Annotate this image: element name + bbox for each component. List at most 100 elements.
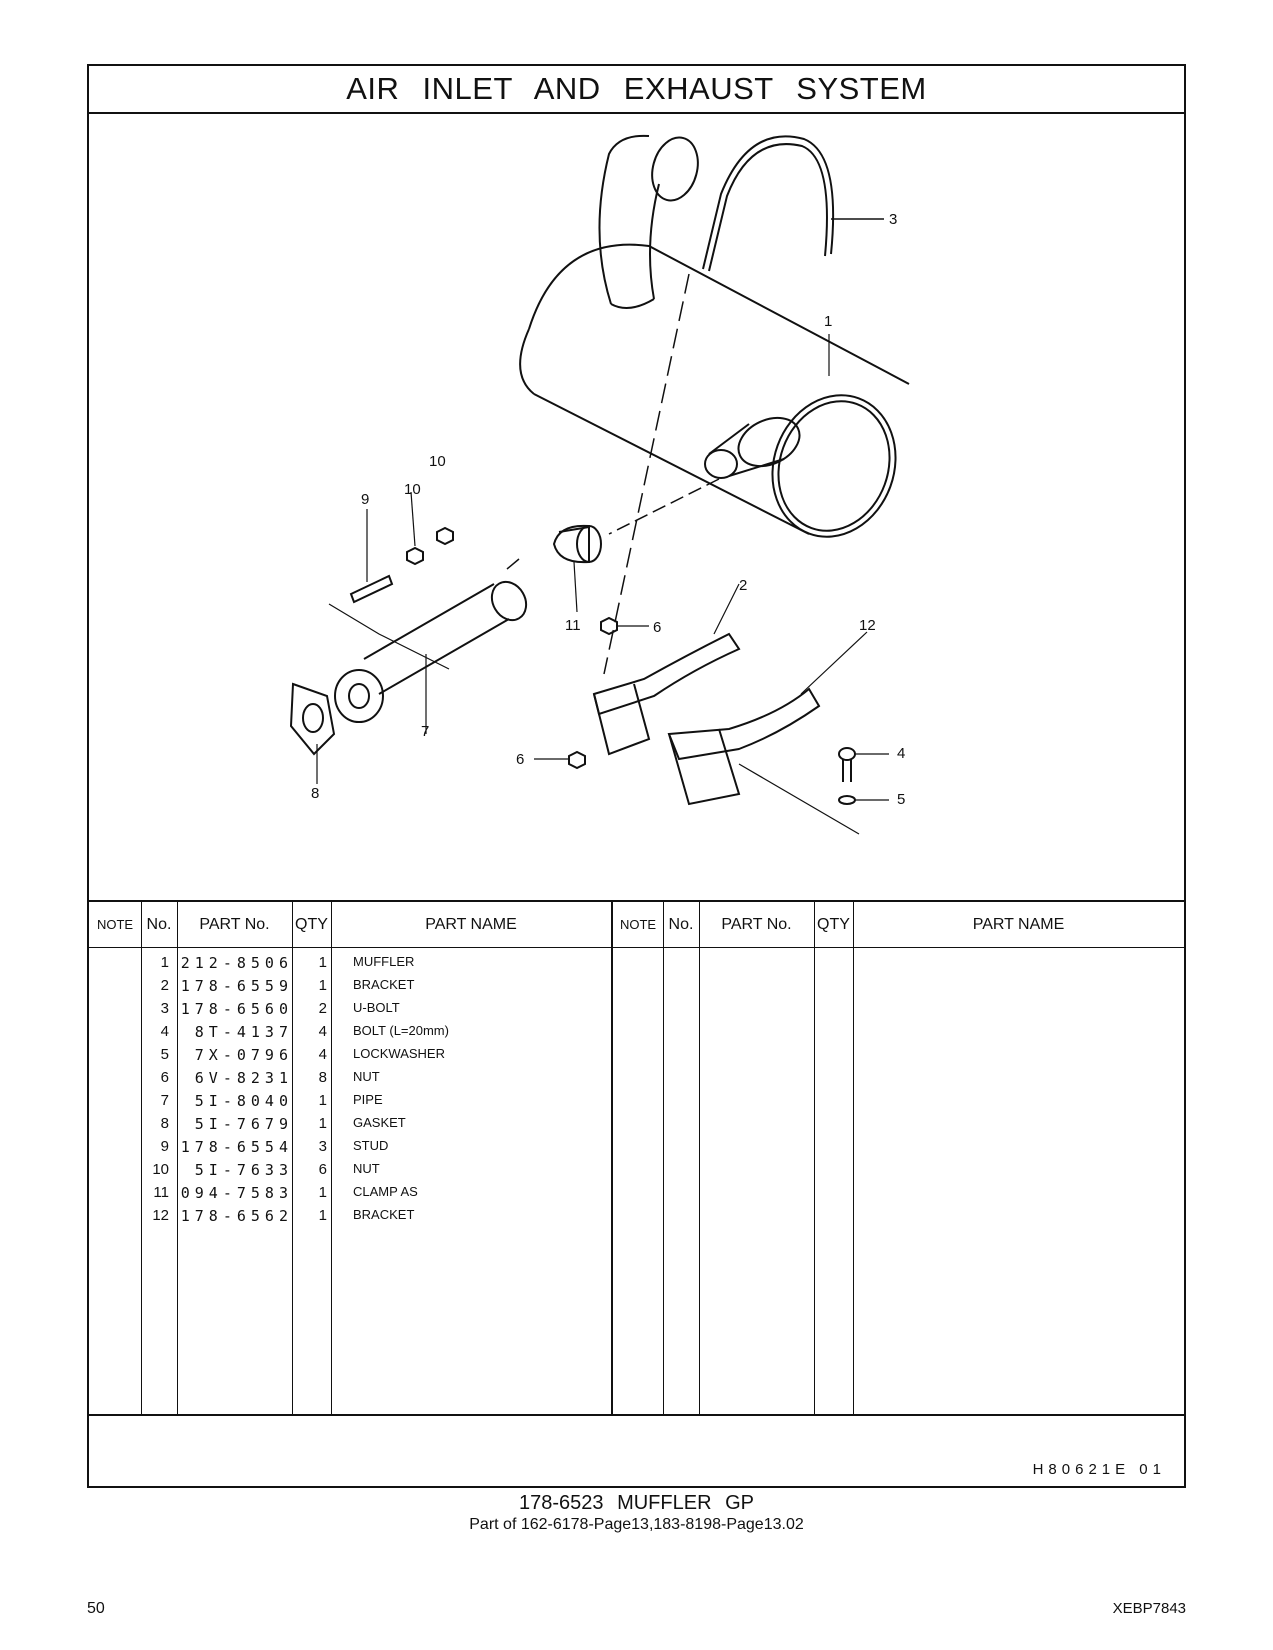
table-header: NOTE No. PART No. QTY PART NAME NOTE No.…: [89, 902, 1184, 948]
quantity: 1: [318, 977, 327, 994]
table-row: 2 178-6559 1 BRACKET: [89, 975, 634, 998]
part-name: PIPE: [353, 1092, 383, 1107]
page-number: 50: [87, 1600, 105, 1617]
quantity: 1: [318, 1092, 327, 1109]
part-number: 178-6562: [180, 1207, 293, 1225]
exhaust-stack-drawing: [598, 134, 699, 309]
u-bolt-drawing: [702, 135, 884, 272]
quantity: 8: [318, 1069, 327, 1086]
part-number: 5I-7633: [194, 1161, 293, 1179]
item-number: 8: [160, 1115, 169, 1132]
callout-6a: 6: [653, 619, 661, 636]
header-part-name: PART NAME: [425, 915, 517, 933]
pipe-drawing: [334, 580, 528, 734]
part-name: BRACKET: [353, 977, 415, 992]
clamp-drawing: [552, 524, 602, 613]
part-number: 6V-8231: [194, 1069, 293, 1087]
table-row: 9 178-6554 3 STUD: [89, 1136, 634, 1159]
item-number: 12: [152, 1207, 169, 1224]
part-name: STUD: [353, 1138, 389, 1153]
table-row: 1 212-8506 1 MUFFLER: [89, 952, 634, 975]
header-no-2: No.: [668, 915, 694, 933]
bracket-12-drawing: [667, 631, 868, 835]
callout-10a: 10: [429, 453, 446, 470]
part-name: BRACKET: [353, 1207, 415, 1222]
item-number: 5: [160, 1046, 169, 1063]
callout-6b: 6: [516, 751, 524, 768]
part-name: BOLT (L=20mm): [353, 1023, 449, 1038]
item-number: 3: [160, 1000, 169, 1017]
item-number: 9: [160, 1138, 169, 1155]
item-number: 11: [153, 1184, 169, 1201]
part-number: 7X-0796: [194, 1046, 293, 1064]
part-name: NUT: [353, 1069, 380, 1084]
bolt-washer-drawing: [838, 747, 889, 805]
item-number: 7: [160, 1092, 169, 1109]
group-title: 178-6523 MUFFLER GP: [519, 1492, 754, 1514]
drawing-footer: H80621E 01: [89, 1416, 1184, 1488]
quantity: 4: [318, 1023, 327, 1040]
part-name: MUFFLER: [353, 954, 415, 969]
page-title: AIR INLET AND EXHAUST SYSTEM: [346, 71, 927, 106]
item-number: 2: [160, 977, 169, 994]
callout-2: 2: [739, 577, 747, 594]
header-part-no-2: PART No.: [721, 915, 792, 933]
callout-12: 12: [859, 617, 876, 634]
callout-11: 11: [565, 617, 581, 634]
quantity: 2: [318, 1000, 327, 1017]
header-note-2: NOTE: [619, 917, 657, 932]
parts-page-frame: AIR INLET AND EXHAUST SYSTEM: [87, 64, 1186, 1488]
group-subtitle: Part of 162-6178-Page13,183-8198-Page13.…: [469, 1516, 804, 1533]
reference-lines: [506, 273, 720, 675]
part-name: LOCKWASHER: [353, 1046, 445, 1061]
header-part-no: PART No.: [199, 915, 270, 933]
callout-5: 5: [897, 791, 905, 808]
callout-9: 9: [361, 491, 369, 508]
part-name: GASKET: [353, 1115, 406, 1130]
part-number: 8T-4137: [194, 1023, 293, 1041]
quantity: 1: [318, 1115, 327, 1132]
table-row: 12 178-6562 1 BRACKET: [89, 1205, 634, 1228]
part-number: 5I-7679: [194, 1115, 293, 1133]
exploded-parts-diagram: 3 1 10 10 9 2 11 6 12 7 6 4 5 8: [89, 114, 1184, 900]
muffler-drawing: [519, 243, 910, 538]
title-bar: AIR INLET AND EXHAUST SYSTEM: [89, 66, 1184, 114]
callout-10b: 10: [404, 481, 421, 498]
table-row: 8 5I-7679 1 GASKET: [89, 1113, 634, 1136]
part-number: 178-6554: [180, 1138, 293, 1156]
table-row: 7 5I-8040 1 PIPE: [89, 1090, 634, 1113]
part-number: 5I-8040: [194, 1092, 293, 1110]
header-qty-2: QTY: [817, 915, 850, 933]
part-number: 212-8506: [180, 954, 293, 972]
table-row: 11 094-7583 1 CLAMP AS: [89, 1182, 634, 1205]
quantity: 4: [318, 1046, 327, 1063]
callout-3: 3: [889, 211, 897, 228]
bracket-2-drawing: [592, 583, 741, 756]
part-name: CLAMP AS: [353, 1184, 418, 1199]
part-name: U-BOLT: [353, 1000, 400, 1015]
gasket-drawing: [289, 682, 336, 784]
header-no: No.: [146, 915, 172, 933]
part-number: 094-7583: [180, 1184, 293, 1202]
callout-4: 4: [897, 745, 905, 762]
part-number: 178-6559: [180, 977, 293, 995]
item-number: 1: [160, 954, 169, 971]
callout-1: 1: [824, 313, 832, 330]
document-id: XEBP7843: [1112, 1600, 1186, 1617]
drawing-code: H80621E 01: [1032, 1461, 1166, 1478]
quantity: 1: [318, 954, 327, 971]
quantity: 1: [318, 1207, 327, 1224]
callout-8: 8: [311, 785, 319, 802]
nut-6-drawing: [534, 616, 649, 770]
header-part-name-2: PART NAME: [972, 915, 1065, 933]
item-number: 6: [160, 1069, 169, 1086]
parts-table: NOTE No. PART No. QTY PART NAME NOTE No.…: [89, 900, 1184, 1416]
header-qty: QTY: [295, 915, 328, 933]
quantity: 3: [318, 1138, 327, 1155]
table-row: 5 7X-0796 4 LOCKWASHER: [89, 1044, 634, 1067]
quantity: 1: [318, 1184, 327, 1201]
stud-and-nuts-drawing: [328, 491, 454, 670]
quantity: 6: [318, 1161, 327, 1178]
